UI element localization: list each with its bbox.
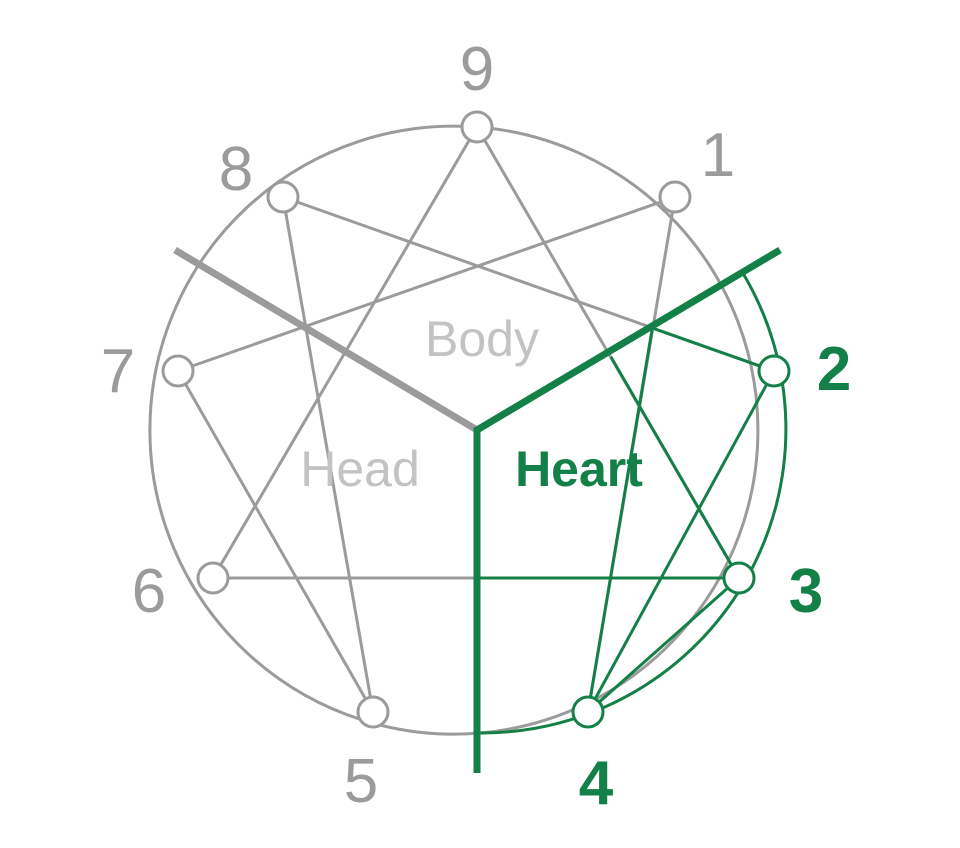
point-7-label: 7 xyxy=(101,337,135,406)
line-5-7 xyxy=(176,370,375,713)
point-4-marker xyxy=(571,695,605,729)
point-9-label: 9 xyxy=(460,35,494,104)
outer-circle-gray xyxy=(148,124,760,736)
point-5-marker xyxy=(356,695,390,729)
point-6-label: 6 xyxy=(132,557,166,626)
line-2-8-green-part xyxy=(651,326,775,373)
point-2-marker xyxy=(757,354,791,388)
center-label-heart: Heart xyxy=(515,441,643,497)
line-4-2 xyxy=(586,370,776,713)
point-2-label: 2 xyxy=(817,335,851,404)
line-3-green-part xyxy=(609,356,741,579)
line-1-4-green-part xyxy=(586,329,654,713)
point-4-label: 4 xyxy=(579,749,614,818)
line-4-3 xyxy=(587,576,740,714)
point-8-marker xyxy=(266,180,300,214)
point-3-marker xyxy=(722,561,756,595)
point-6-marker xyxy=(196,561,230,595)
point-5-label: 5 xyxy=(344,747,378,816)
divider-heart xyxy=(473,246,782,773)
point-1-marker xyxy=(658,180,692,214)
center-label-head: Head xyxy=(300,441,420,497)
point-9-marker xyxy=(460,110,494,144)
point-7-marker xyxy=(161,354,195,388)
line-7-1 xyxy=(177,195,676,373)
center-label-body: Body xyxy=(425,311,539,367)
point-8-label: 8 xyxy=(219,135,253,204)
divider-head-body xyxy=(173,246,479,434)
point-1-label: 1 xyxy=(701,121,735,190)
point-3-label: 3 xyxy=(789,557,823,626)
line-8-5 xyxy=(281,196,375,713)
